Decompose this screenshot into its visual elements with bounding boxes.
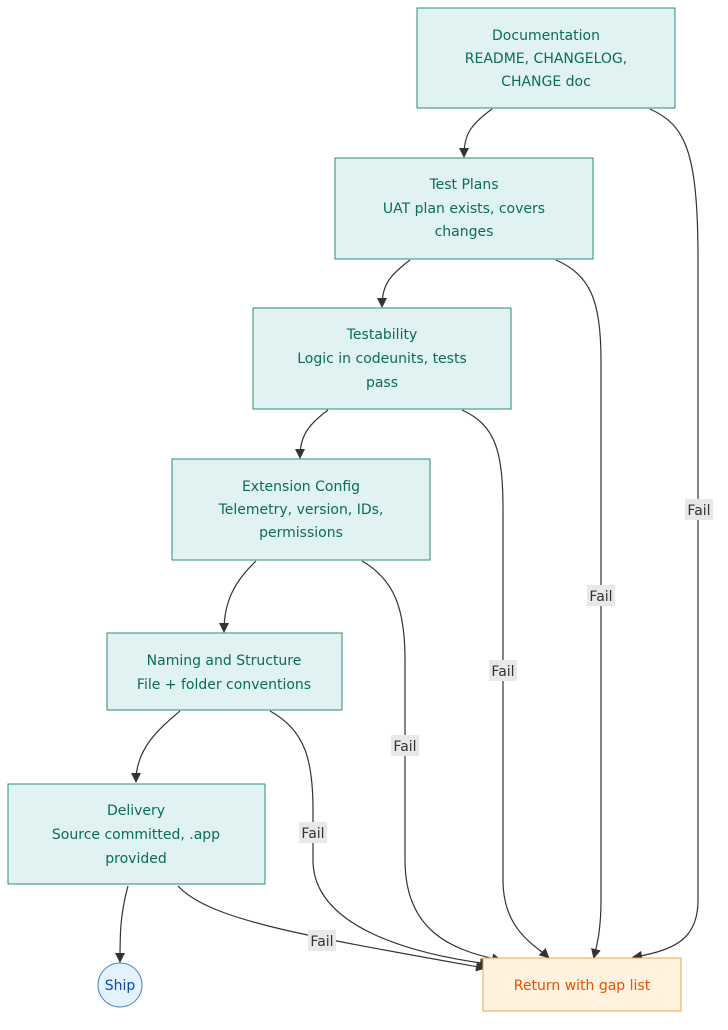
node-delivery-title: Delivery (107, 803, 165, 819)
node-test-plans-line: UAT plan exists, covers (383, 201, 545, 217)
edge-label-naming-fail: Fail (299, 822, 327, 843)
edge-label-text: Fail (589, 589, 612, 605)
edge-test-plans-fail (555, 259, 602, 959)
node-return-gap-list: Return with gap list (482, 957, 682, 1012)
edge-label-documentation-fail: Fail (685, 499, 713, 520)
node-documentation: Documentation README, CHANGELOG, CHANGE … (416, 7, 676, 109)
node-extension-config-line: Telemetry, version, IDs, (218, 502, 384, 518)
edge-documentation-fail (632, 108, 699, 961)
node-testability: Testability Logic in codeunits, tests pa… (252, 307, 512, 410)
node-extension-config: Extension Config Telemetry, version, IDs… (171, 458, 431, 561)
edge-label-text: Fail (491, 664, 514, 680)
node-return-gap-list-label: Return with gap list (514, 978, 651, 994)
node-naming-structure-title: Naming and Structure (147, 653, 302, 669)
edge-extension-config-to-naming (219, 560, 257, 633)
edge-extension-config-fail (361, 560, 502, 964)
edge-label-delivery-fail: Fail (308, 930, 336, 951)
node-documentation-line: CHANGE doc (501, 74, 591, 90)
edge-label-testability-fail: Fail (489, 660, 517, 681)
edge-label-text: Fail (393, 739, 416, 755)
edge-label-test-plans-fail: Fail (587, 585, 615, 606)
edge-delivery-to-ship (115, 885, 129, 963)
edge-label-text: Fail (310, 934, 333, 950)
node-ship-label: Ship (105, 978, 136, 994)
node-ship: Ship (97, 962, 143, 1008)
node-delivery: Delivery Source committed, .app provided (7, 783, 266, 885)
node-documentation-line: README, CHANGELOG, (465, 51, 627, 67)
edge-label-text: Fail (301, 826, 324, 842)
edge-label-extension-config-fail: Fail (391, 735, 419, 756)
edge-label-text: Fail (687, 503, 710, 519)
node-test-plans: Test Plans UAT plan exists, covers chang… (334, 157, 594, 260)
node-extension-config-title: Extension Config (242, 479, 360, 495)
edges (115, 108, 699, 972)
node-test-plans-line: changes (435, 224, 494, 240)
node-delivery-line: provided (105, 851, 166, 867)
node-naming-structure-line: File + folder conventions (137, 677, 311, 693)
node-test-plans-title: Test Plans (428, 177, 498, 193)
node-naming-structure: Naming and Structure File + folder conve… (106, 632, 343, 711)
edge-testability-fail (461, 409, 550, 959)
node-testability-line: pass (366, 375, 398, 391)
node-extension-config-line: permissions (259, 525, 343, 541)
edge-testability-to-extension-config (295, 409, 329, 459)
edge-delivery-fail (177, 885, 486, 972)
node-testability-line: Logic in codeunits, tests (297, 351, 467, 367)
node-testability-title: Testability (346, 327, 417, 343)
edge-naming-to-delivery (131, 710, 181, 783)
edge-naming-fail (269, 710, 490, 968)
edge-test-plans-to-testability (377, 259, 411, 308)
node-delivery-line: Source committed, .app (52, 827, 220, 843)
edge-documentation-to-test-plans (459, 108, 493, 158)
node-documentation-title: Documentation (492, 28, 600, 44)
